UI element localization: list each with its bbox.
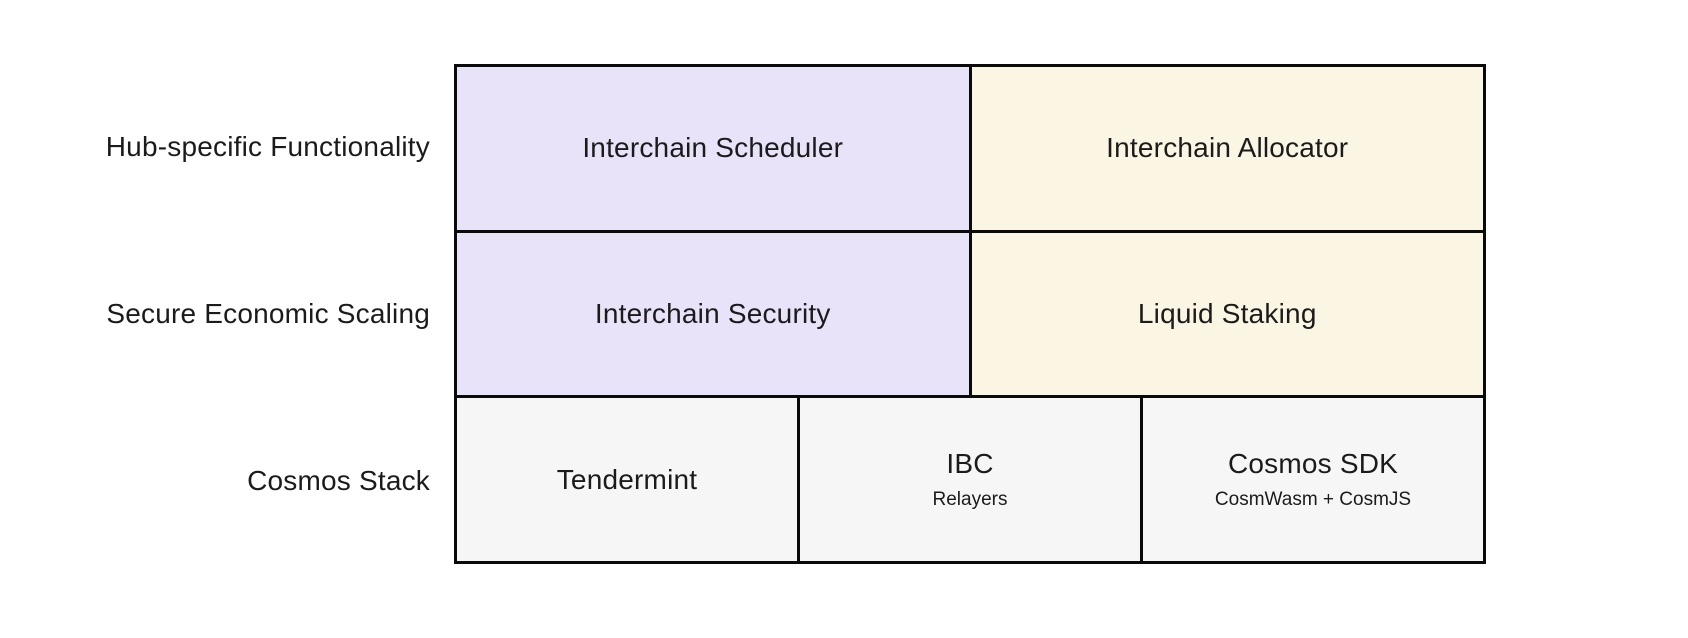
cell-title: Interchain Allocator	[1106, 132, 1349, 164]
cell-title: Cosmos SDK	[1227, 448, 1399, 480]
stack-table: Interchain Scheduler Interchain Allocato…	[454, 64, 1486, 564]
cell-cosmos-sdk: Cosmos SDK CosmWasm + CosmJS	[1140, 398, 1483, 562]
cell-title: Tendermint	[556, 463, 698, 495]
cell-ibc: IBC Relayers	[797, 398, 1140, 562]
cell-interchain-allocator: Interchain Allocator	[968, 67, 1483, 230]
row-labels-column: Hub-specific Functionality Secure Econom…	[0, 64, 454, 564]
table-row-secure-economic: Interchain Security Liquid Staking	[457, 229, 1483, 396]
diagram-layout: Hub-specific Functionality Secure Econom…	[0, 64, 1486, 564]
cell-title: Interchain Security	[594, 298, 831, 329]
row-label-container-cosmos-stack: Cosmos Stack	[0, 397, 454, 564]
table-row-hub-specific: Interchain Scheduler Interchain Allocato…	[457, 67, 1483, 230]
cell-interchain-scheduler: Interchain Scheduler	[457, 67, 969, 230]
row-label-container-secure-economic: Secure Economic Scaling	[0, 231, 454, 398]
cell-liquid-staking: Liquid Staking	[968, 232, 1483, 396]
row-label-container-hub-specific: Hub-specific Functionality	[0, 64, 454, 231]
row-label-secure-economic-scaling: Secure Economic Scaling	[106, 298, 430, 329]
cell-title: Interchain Scheduler	[582, 132, 844, 164]
cell-tendermint: Tendermint	[457, 398, 797, 562]
cell-subtitle: CosmWasm + CosmJS	[1214, 489, 1412, 511]
row-label-cosmos-stack: Cosmos Stack	[247, 464, 430, 496]
cell-title: IBC	[946, 448, 994, 480]
cell-title: Liquid Staking	[1137, 298, 1317, 329]
table-row-cosmos-stack: Tendermint IBC Relayers Cosmos SDK CosmW…	[457, 395, 1483, 562]
row-label-hub-specific-functionality: Hub-specific Functionality	[105, 131, 430, 163]
cell-subtitle: Relayers	[932, 489, 1008, 511]
cell-interchain-security: Interchain Security	[457, 232, 969, 396]
